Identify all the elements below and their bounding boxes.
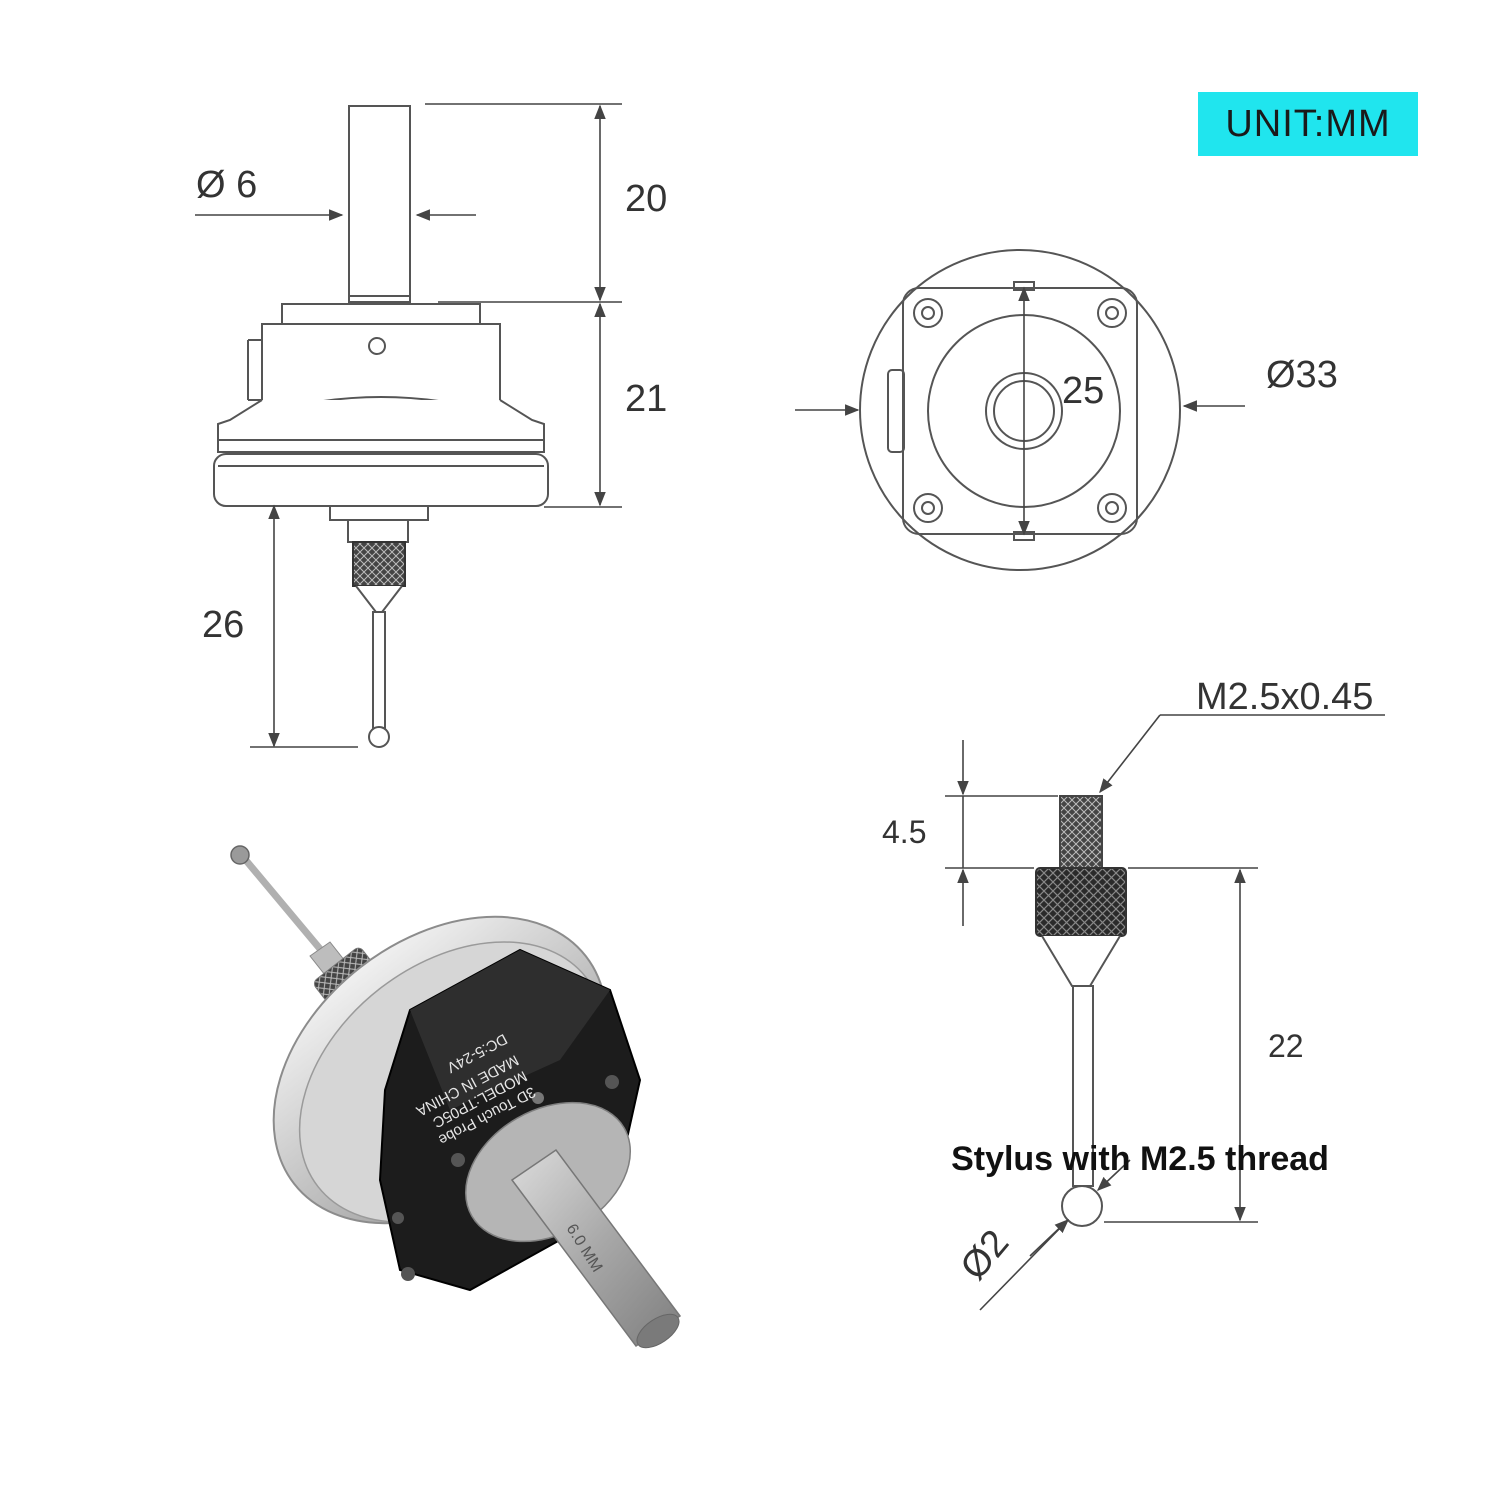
- stylus-length-label: 22: [1268, 1028, 1304, 1064]
- side-view-drawing: [213, 105, 549, 748]
- side-stylus-length-label: 26: [202, 604, 245, 646]
- stylus-tip-ball: [1061, 1185, 1103, 1227]
- stylus-ball: [368, 726, 390, 748]
- stylus-caption: Stylus with M2.5 thread: [951, 1140, 1329, 1178]
- photo-shank: [510, 1148, 682, 1348]
- photo-stylus-ball: [230, 845, 250, 865]
- collar: [281, 303, 481, 325]
- top-view-drawing: [859, 249, 1181, 571]
- shank-diameter-label: Ø 6: [196, 164, 258, 206]
- product-photo: 3D Touch Probe MODEL:TP05C MADE IN CHINA…: [230, 845, 682, 1349]
- stylus-knurl: [352, 541, 406, 587]
- side-view-dimensions: [195, 103, 622, 748]
- shank-length-label: 20: [625, 178, 668, 220]
- flange-top: [217, 399, 545, 453]
- thread-spec-label: M2.5x0.45: [1196, 676, 1374, 718]
- top-view-dimensions: [795, 286, 1245, 536]
- outer-flange-circle: [859, 249, 1181, 571]
- stylus-thread: [1059, 795, 1103, 871]
- body-height-label: 21: [625, 378, 668, 420]
- stylus-knurl-body: [1035, 867, 1127, 937]
- thread-length-label: 4.5: [882, 814, 927, 850]
- shank: [348, 105, 411, 303]
- stylus-dimensions: [945, 714, 1385, 1311]
- flange-bottom: [213, 453, 549, 507]
- unit-badge: UNIT:MM: [1198, 92, 1418, 156]
- inner-dimension-label: 25: [1062, 370, 1105, 412]
- stylus-drawing: [1035, 795, 1127, 1227]
- outer-diameter-label: Ø33: [1266, 354, 1338, 396]
